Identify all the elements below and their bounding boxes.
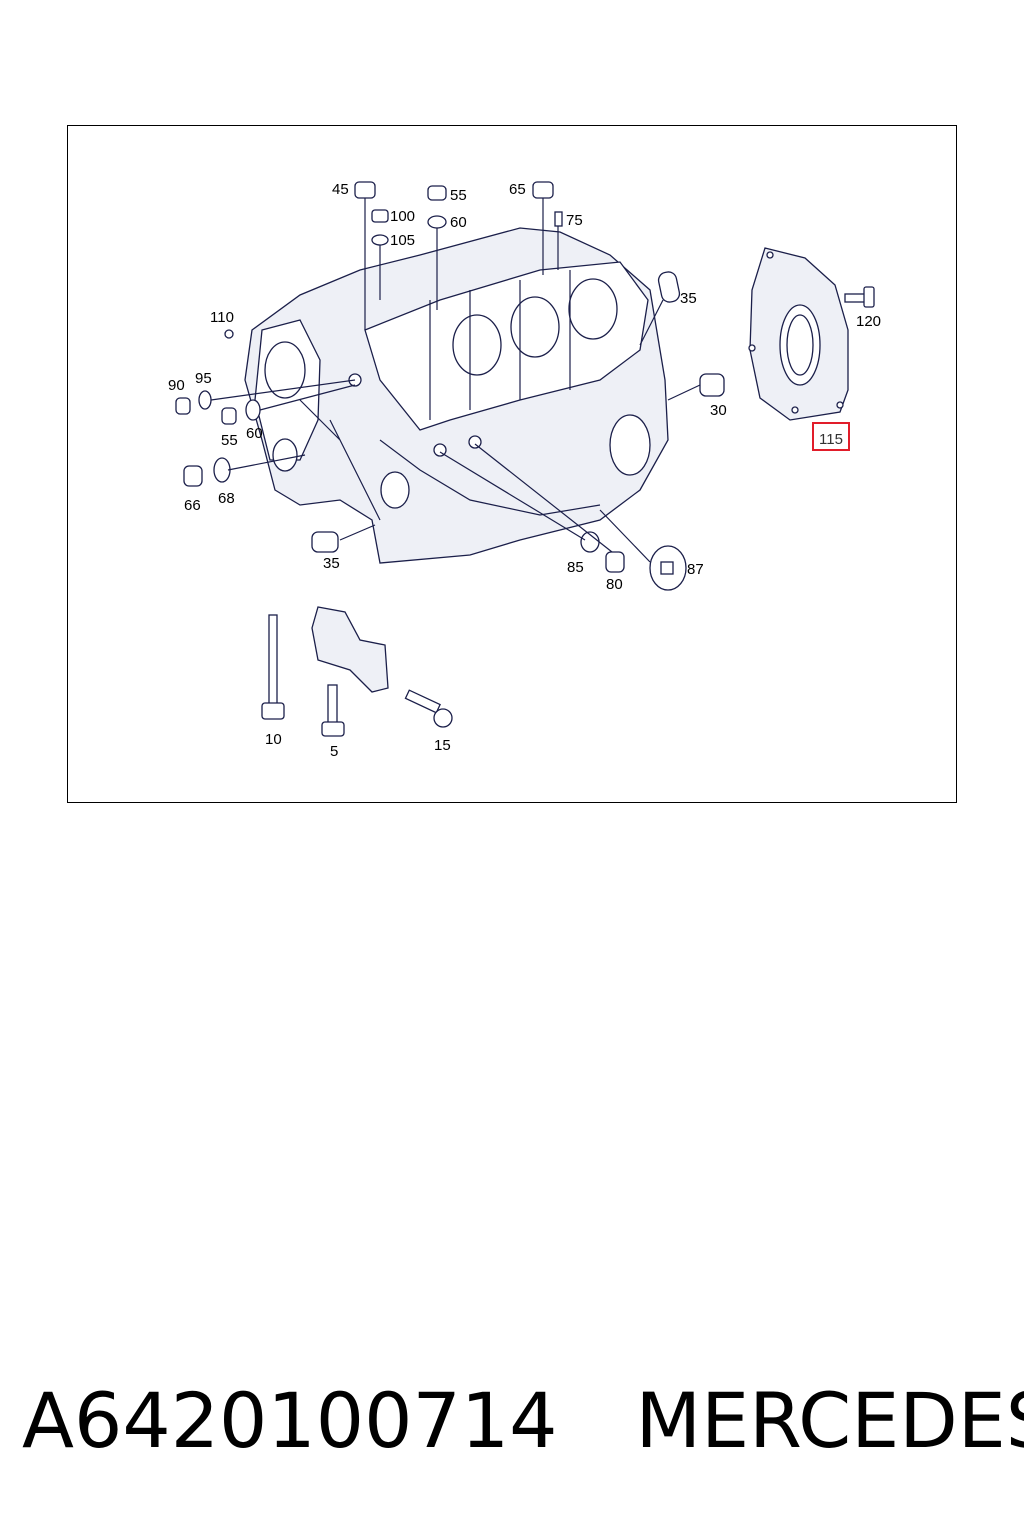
callout-80: 80: [606, 576, 623, 593]
bolt-5: [321, 684, 345, 737]
callout-85: 85: [567, 559, 584, 576]
plug-65: [532, 181, 554, 199]
plug-100: [371, 209, 389, 223]
callout-68: 68: [218, 490, 235, 507]
part-number: A6420100714: [22, 1375, 558, 1465]
dot-110: [224, 329, 234, 339]
ring-60-top: [427, 215, 447, 229]
plug-90: [175, 397, 191, 415]
stud-10: [261, 614, 285, 720]
callout-75: 75: [566, 212, 583, 229]
callout-95: 95: [195, 370, 212, 387]
callout-105: 105: [390, 232, 415, 249]
leader-lines: [210, 198, 701, 563]
sleeve-35-bottom: [311, 531, 339, 553]
callout-60-top: 60: [450, 214, 467, 231]
plug-80: [605, 551, 625, 573]
plug-66: [183, 465, 203, 487]
callout-15: 15: [434, 737, 451, 754]
callout-66: 66: [184, 497, 201, 514]
callout-labels: 45 55 65 100 60 75 105 35 110 120 90 95 …: [168, 181, 881, 760]
plug-55-left: [221, 407, 237, 425]
engine-block-drawing: [244, 227, 669, 564]
ring-105: [371, 234, 389, 246]
callout-110: 110: [210, 309, 234, 326]
callout-5: 5: [330, 743, 338, 760]
callout-100: 100: [390, 208, 415, 225]
pin-75: [554, 211, 563, 227]
callout-55-left: 55: [221, 432, 238, 449]
sleeve-35-top: [657, 271, 681, 303]
callout-60-left: 60: [246, 425, 263, 442]
highlight-box-115: [812, 422, 850, 451]
ring-95: [198, 390, 212, 410]
callout-65: 65: [509, 181, 526, 198]
rear-seal-cover-drawing: [748, 247, 849, 421]
ring-68: [213, 457, 231, 483]
callout-30: 30: [710, 402, 727, 419]
callout-10: 10: [265, 731, 282, 748]
plug-45: [354, 181, 376, 199]
callout-115: 115: [819, 431, 843, 448]
callout-120: 120: [856, 313, 881, 330]
bolt-15: [404, 689, 453, 728]
callout-45: 45: [332, 181, 349, 198]
ring-60-left: [245, 399, 261, 421]
callout-87: 87: [687, 561, 704, 578]
cap-87: [649, 545, 687, 591]
bolt-120: [844, 286, 875, 308]
diagram-frame: [67, 125, 957, 803]
sleeve-30: [699, 373, 725, 397]
callout-35-bottom: 35: [323, 555, 340, 572]
bracket: [311, 606, 389, 693]
callout-35-top: 35: [680, 290, 697, 307]
brand-name: MERCEDES: [635, 1375, 1024, 1465]
callout-90: 90: [168, 377, 185, 394]
callout-55-top: 55: [450, 187, 467, 204]
part-caption: A6420100714 MERCEDES: [22, 1365, 1024, 1475]
plug-55-top: [427, 185, 447, 201]
